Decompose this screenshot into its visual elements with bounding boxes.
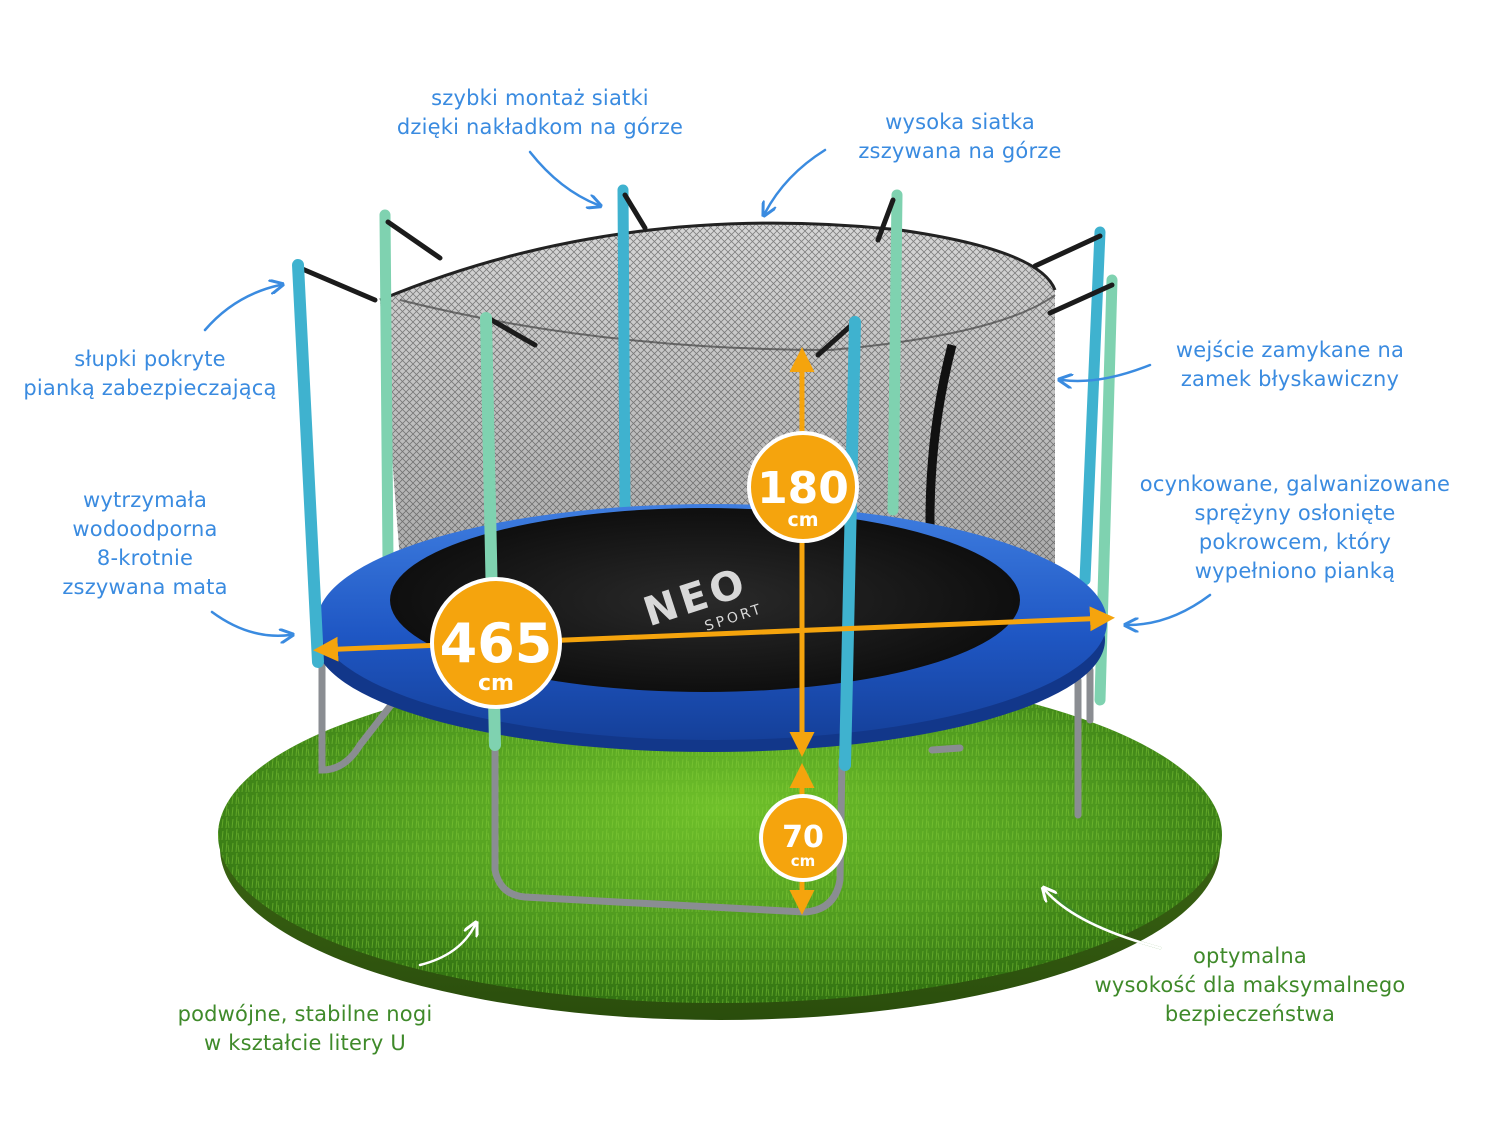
- label-line: szybki montaż siatki: [431, 86, 649, 110]
- label-line: wejście zamykane na: [1175, 338, 1405, 362]
- label-line: zamek błyskawiczny: [1180, 367, 1400, 391]
- arrow-bottom-right: [1045, 890, 1162, 950]
- label-optimal-height: optymalna wysokość dla maksymalnego bezp…: [1065, 942, 1435, 1029]
- label-line: wytrzymała: [82, 488, 208, 512]
- label-line: sprężyny osłonięte: [1194, 501, 1396, 525]
- arrow-left-mat: [210, 610, 290, 636]
- label-line: w kształcie litery U: [204, 1031, 406, 1055]
- safety-net: [379, 221, 1057, 691]
- label-u-legs: podwójne, stabilne nogi w kształcie lite…: [150, 1000, 460, 1058]
- label-zip-entrance: wejście zamykane na zamek błyskawiczny: [1145, 336, 1435, 394]
- arrow-right-springs: [1128, 593, 1212, 625]
- label-line: zszywana na górze: [858, 139, 1062, 163]
- callout-arrows: [203, 148, 1212, 967]
- net-height-badge: 180 cm: [747, 431, 859, 543]
- diameter-value: 465: [440, 612, 553, 675]
- frame-height-value: 70: [782, 820, 824, 855]
- arrow-bottom-left: [418, 925, 475, 967]
- arrow-top-right: [765, 148, 827, 213]
- label-durable-mat: wytrzymała wodoodporna 8-krotnie zszywan…: [25, 486, 265, 602]
- label-line: optymalna: [1193, 944, 1307, 968]
- label-high-net: wysoka siatka zszywana na górze: [820, 108, 1100, 166]
- label-line: wodoodporna: [72, 517, 218, 541]
- arrow-right-zip: [1062, 363, 1152, 381]
- zip-entrance: [925, 343, 957, 691]
- label-quick-net-mount: szybki montaż siatki dzięki nakładkom na…: [355, 84, 725, 142]
- label-line: wypełniono pianką: [1194, 559, 1396, 583]
- label-line: wysoka siatka: [885, 110, 1035, 134]
- label-line: bezpieczeństwa: [1164, 1002, 1336, 1026]
- label-line: pokrowcem, który: [1198, 530, 1392, 554]
- label-line: dzięki nakładkom na górze: [396, 115, 684, 139]
- arrow-top-center: [528, 150, 598, 205]
- u-shaped-legs: [318, 656, 1094, 916]
- diameter-unit: cm: [478, 671, 514, 696]
- label-line: ocynkowane, galwanizowane: [1139, 472, 1451, 496]
- label-springs: ocynkowane, galwanizowane sprężyny osłon…: [1120, 470, 1470, 586]
- label-foam-posts: słupki pokryte pianką zabezpieczającą: [0, 345, 300, 403]
- arrow-left-posts: [203, 285, 280, 332]
- net-brackets: [297, 192, 1115, 358]
- label-line: zszywana mata: [62, 575, 228, 599]
- frame-height-unit: cm: [791, 852, 816, 870]
- label-line: podwójne, stabilne nogi: [177, 1002, 433, 1026]
- diameter-badge: 465 cm: [430, 577, 562, 709]
- label-line: pianką zabezpieczającą: [23, 376, 277, 400]
- label-line: wysokość dla maksymalnego: [1094, 973, 1406, 997]
- frame-height-badge: 70 cm: [759, 794, 847, 882]
- net-height-value: 180: [757, 463, 849, 514]
- net-height-unit: cm: [787, 509, 818, 531]
- label-line: 8-krotnie: [96, 546, 194, 570]
- label-line: słupki pokryte: [74, 347, 226, 371]
